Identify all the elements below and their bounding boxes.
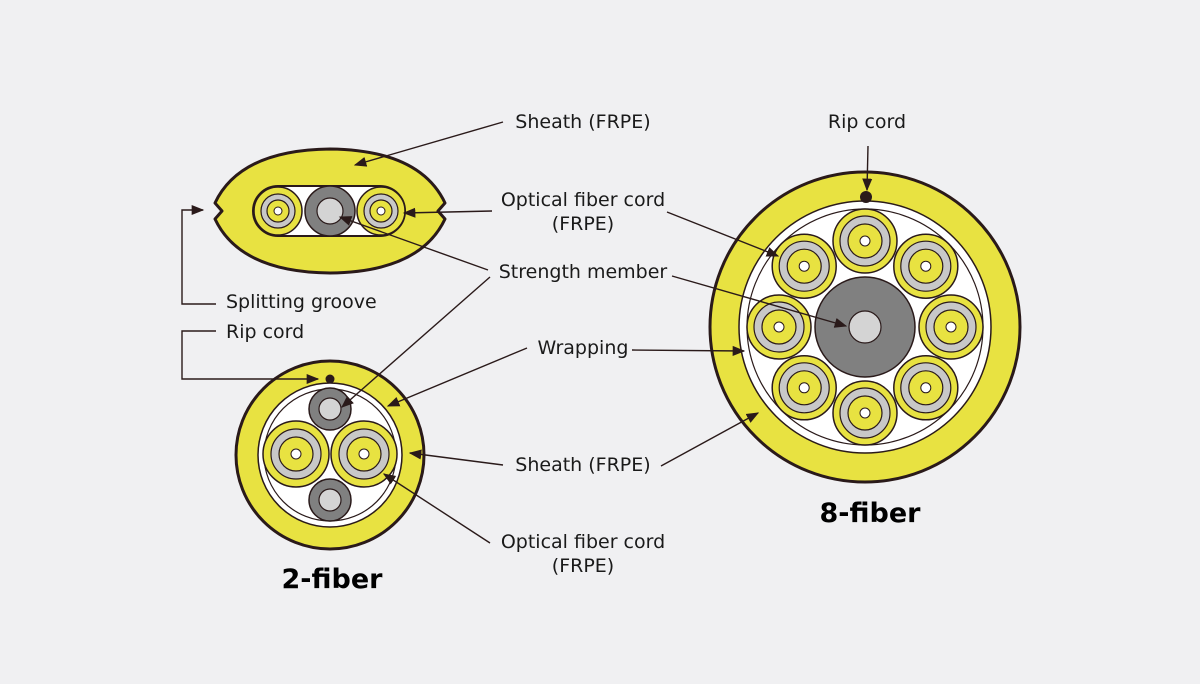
label-optical-fiber-cord-top: Optical fiber cord (501, 189, 665, 211)
fiber-cord (771, 355, 837, 421)
two-fiber-cable (234, 359, 426, 551)
rip-cord-dot (860, 191, 872, 203)
label-splitting-groove: Splitting groove (226, 291, 377, 313)
label-rip-cord-right: Rip cord (828, 111, 906, 133)
title-eight-fiber: 8-fiber (820, 498, 922, 529)
title-two-fiber: 2-fiber (282, 564, 384, 595)
flat-drop-cable (213, 147, 447, 275)
fiber-cord (918, 294, 984, 360)
strength-member-core (814, 276, 916, 378)
label-wrapping: Wrapping (538, 337, 629, 359)
eight-fiber-cable (708, 170, 1022, 484)
fiber-cord (832, 208, 898, 274)
label-optical-fiber-cord-bottom-sub: (FRPE) (552, 555, 614, 577)
label-sheath-top: Sheath (FRPE) (515, 111, 650, 133)
strength-member-core (304, 185, 356, 237)
fiber-cord (771, 233, 837, 299)
rip-cord-dot (325, 374, 335, 384)
label-sheath-bottom: Sheath (FRPE) (515, 454, 650, 476)
fiber-cord (746, 294, 812, 360)
fiber-cord-ring (746, 208, 984, 446)
fiber-cord (832, 380, 898, 446)
label-strength-member: Strength member (499, 261, 668, 283)
label-optical-fiber-cord-top-sub: (FRPE) (552, 213, 614, 235)
label-rip-cord-left: Rip cord (226, 321, 304, 343)
fiber-cord (893, 233, 959, 299)
labels: Sheath (FRPE) Optical fiber cord (FRPE) … (226, 111, 921, 595)
strength-member-core (308, 478, 352, 522)
strength-member-core (308, 387, 352, 431)
fiber-cord (262, 420, 330, 488)
fiber-cord (893, 355, 959, 421)
fiber-cord (253, 186, 303, 236)
leader-lines (181, 121, 873, 544)
fiber-cord (356, 186, 406, 236)
label-optical-fiber-cord-bottom: Optical fiber cord (501, 531, 665, 553)
fiber-cord (330, 420, 398, 488)
